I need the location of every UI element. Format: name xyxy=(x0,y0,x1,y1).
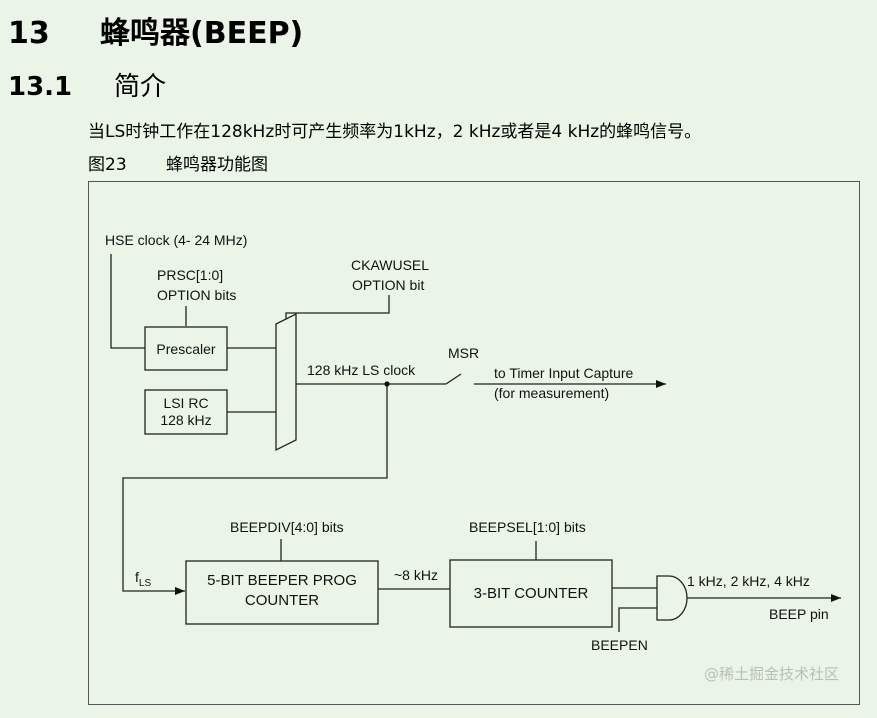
lsi-rc-box xyxy=(144,389,228,435)
clock-mux xyxy=(275,312,297,452)
prsc-label-line1: PRSC[1:0] xyxy=(157,267,223,283)
figure-caption-text: 蜂鸣器功能图 xyxy=(166,155,268,175)
lsi-label-line1: LSI RC xyxy=(163,395,208,411)
hse-wire xyxy=(110,254,145,349)
fls-label: fLS xyxy=(135,569,151,589)
diagram-wires xyxy=(110,254,841,632)
figure-number: 图23 xyxy=(88,155,127,175)
watermark: @稀土掘金技术社区 xyxy=(703,665,839,683)
prsc-label-line2: OPTION bits xyxy=(157,287,236,303)
section-title: 蜂鸣器(BEEP) xyxy=(100,16,304,51)
timer-capture-label-line1: to Timer Input Capture xyxy=(494,365,634,381)
beepsel-label: BEEPSEL[1:0] bits xyxy=(469,519,586,535)
timer-capture-label-line2: (for measurement) xyxy=(494,385,609,401)
freq-8k-label: ~8 kHz xyxy=(394,567,438,583)
beeper-counter-label-line2: COUNTER xyxy=(245,592,319,609)
and-gate xyxy=(656,575,688,621)
three-bit-counter-label: 3-BIT COUNTER xyxy=(474,585,589,602)
diagram-canvas: HSE clock (4- 24 MHz) PRSC[1:0] OPTION b… xyxy=(105,232,841,653)
ls-clock-junction xyxy=(384,381,390,387)
ckawusel-label-line2: OPTION bit xyxy=(352,277,424,293)
prescaler-box xyxy=(144,326,228,371)
subsection-heading: 13.1 简介 xyxy=(8,66,166,103)
three-bit-counter-box xyxy=(449,559,613,628)
beep-pin-label: BEEP pin xyxy=(769,606,829,622)
figure-caption: 图23 蜂鸣器功能图 xyxy=(88,150,268,175)
beeper-counter-box xyxy=(185,560,379,625)
prescaler-label: Prescaler xyxy=(156,341,215,357)
hse-clock-label: HSE clock (4- 24 MHz) xyxy=(105,232,247,248)
beepen-label: BEEPEN xyxy=(591,637,648,653)
msr-label: MSR xyxy=(448,345,479,361)
beeper-block-diagram: HSE clock (4- 24 MHz) PRSC[1:0] OPTION b… xyxy=(88,181,860,705)
section-number: 13 xyxy=(8,16,50,51)
lsi-label-line2: 128 kHz xyxy=(160,412,211,428)
beepen-wire xyxy=(618,607,657,632)
beeper-counter-label-line1: 5-BIT BEEPER PROG xyxy=(207,572,357,589)
subsection-title: 简介 xyxy=(114,72,167,102)
intro-paragraph: 当LS时钟工作在128kHz时可产生频率为1kHz，2 kHz或者是4 kHz的… xyxy=(88,122,702,142)
subsection-number: 13.1 xyxy=(8,72,73,102)
ls-clock-label: 128 kHz LS clock xyxy=(307,362,416,378)
beepdiv-label: BEEPDIV[4:0] bits xyxy=(230,519,344,535)
fls-label-subscript: LS xyxy=(139,578,152,589)
output-freqs-label: 1 kHz, 2 kHz, 4 kHz xyxy=(687,573,810,589)
fls-wire xyxy=(122,384,388,595)
section-heading: 13 蜂鸣器(BEEP) xyxy=(8,8,303,52)
msr-switch-blade xyxy=(445,373,462,385)
ckawusel-label-line1: CKAWUSEL xyxy=(351,257,429,273)
fls-label-main: f xyxy=(135,569,139,585)
ckawusel-wire xyxy=(285,295,390,324)
